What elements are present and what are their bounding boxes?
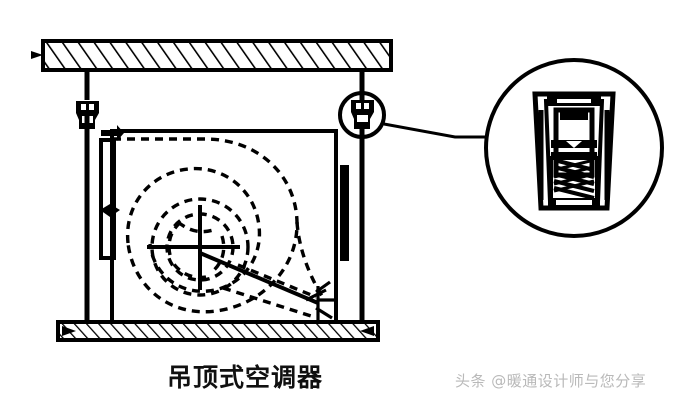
- shaft-drive-line: [199, 251, 319, 305]
- detail-contents: [532, 91, 616, 211]
- watermark: 头条 @暖通设计师与您分享: [455, 372, 647, 390]
- isolator-top-flange-slot: [557, 99, 591, 103]
- fan-impeller-outer: [150, 197, 250, 297]
- fan-outlet-lower: [222, 286, 312, 318]
- magnified-spring-isolator-detail: [484, 58, 664, 238]
- left-isolator-void-a: [81, 104, 86, 110]
- base-outline: [56, 320, 380, 342]
- fan-shaft-crosshair: [147, 205, 319, 305]
- fan-discharge-outlet: [305, 280, 336, 322]
- fan-scroll-housing-outer: [113, 137, 299, 314]
- fan-outlet-upper: [237, 263, 317, 299]
- ceiling-slab: [31, 39, 393, 72]
- right-isolator-void-c: [357, 115, 368, 122]
- slab-left-tick: [31, 51, 43, 59]
- left-isolator-void-b: [89, 104, 94, 110]
- coil-panel-marker: [100, 204, 120, 217]
- slab-outline: [41, 39, 393, 72]
- slab-hatch-fill: [43, 41, 391, 70]
- outlet-mark-5: [305, 288, 327, 302]
- impeller-blade-3: [171, 261, 207, 280]
- isolator-sleeve-cap: [560, 112, 588, 120]
- base-support-frame: [56, 320, 380, 342]
- right-isolator-void-b: [364, 103, 369, 109]
- base-right-arrow: [360, 326, 374, 336]
- spring-coil-lines-up: [553, 158, 595, 193]
- isolator-bottom-slot: [556, 200, 592, 205]
- impeller-blade-4: [167, 220, 183, 256]
- fan-scroll-housing-inner: [125, 166, 262, 293]
- isolator-washer-notch: [566, 141, 582, 148]
- impeller-blade-1: [176, 220, 217, 234]
- right-side-panel: [340, 165, 349, 261]
- figure-caption: 吊顶式空调器: [166, 363, 323, 392]
- coil-filter-panel: [99, 138, 116, 260]
- base-left-arrow: [62, 326, 76, 336]
- base-hatch-fill: [58, 322, 378, 340]
- centrifugal-fan-assembly: [113, 137, 324, 318]
- detail-callout-circle: [338, 91, 386, 139]
- impeller-blade-2: [211, 235, 226, 273]
- right-isolator-void-a: [356, 103, 361, 109]
